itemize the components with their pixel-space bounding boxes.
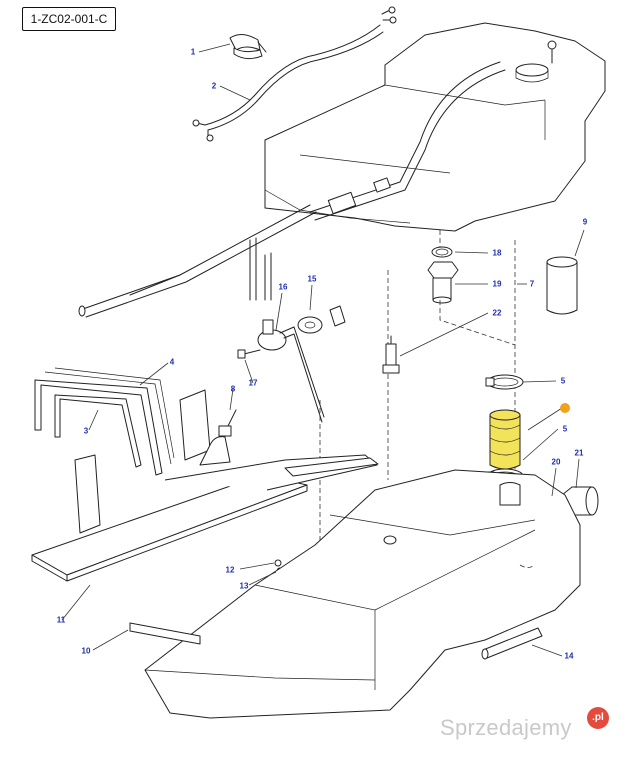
- callout-6-highlighted: 6: [560, 403, 570, 413]
- part-3-strap-pad: [54, 394, 142, 468]
- callout-2: 2: [211, 81, 217, 91]
- callout-19: 19: [492, 279, 502, 289]
- part-19-union: [427, 261, 459, 304]
- callout-11: 11: [56, 615, 66, 625]
- callout-5-lower: 5: [562, 424, 568, 434]
- callout-16: 16: [278, 282, 288, 292]
- watermark-badge: .pl: [587, 707, 609, 729]
- callout-7: 7: [529, 279, 535, 289]
- part-14-pipe: [481, 627, 543, 660]
- part-8-bolt: [218, 409, 237, 437]
- callout-21: 21: [574, 448, 584, 458]
- part-18-seal: [431, 246, 453, 258]
- callout-22: 22: [492, 308, 502, 318]
- callout-15: 15: [307, 274, 317, 284]
- part-11-support-platform: [31, 389, 379, 582]
- watermark-text: Sprzedajemy: [440, 715, 572, 740]
- callout-1: 1: [190, 47, 196, 57]
- part-6-hose: [489, 409, 521, 470]
- callout-17: 17: [248, 378, 258, 388]
- part-4-tank-strap: [34, 367, 175, 476]
- callout-9: 9: [582, 217, 588, 227]
- callout-3: 3: [83, 426, 89, 436]
- part-15-gasket: [297, 305, 346, 334]
- callout-20: 20: [551, 457, 561, 467]
- part-2-wire-harness: [192, 6, 397, 142]
- part-7-lower-tank: [144, 469, 581, 719]
- callout-18: 18: [492, 248, 502, 258]
- part-10-bar: [129, 622, 201, 645]
- callout-5-upper: 5: [560, 376, 566, 386]
- callout-4: 4: [169, 357, 175, 367]
- leader-lines: [61, 43, 585, 657]
- part-7-upper-tank: [78, 22, 606, 495]
- callout-14: 14: [564, 651, 574, 661]
- part-1-cable-tie: [229, 34, 267, 60]
- callout-13: 13: [239, 581, 249, 591]
- part-16-sender-unit: [257, 319, 325, 423]
- drawing-reference-code: 1-ZC02-001-C: [22, 7, 116, 31]
- part-9-sleeve: [546, 256, 578, 315]
- callout-10: 10: [81, 646, 91, 656]
- part-17-screw: [237, 349, 261, 359]
- part-5-clamp-upper: [485, 374, 524, 390]
- part-22-drain-valve: [382, 335, 400, 374]
- callout-12: 12: [225, 565, 235, 575]
- callout-8: 8: [230, 384, 236, 394]
